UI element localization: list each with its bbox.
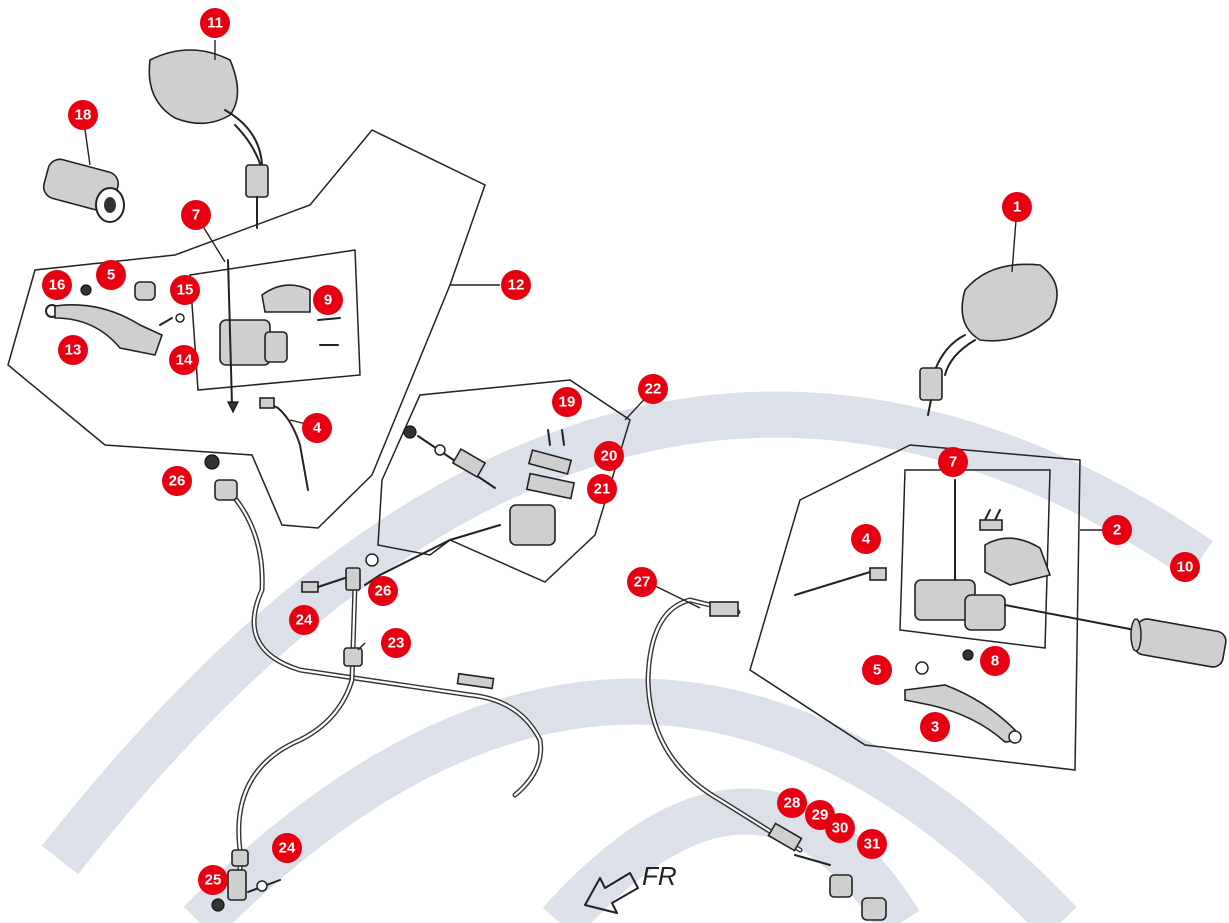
svg-text:24: 24 xyxy=(296,612,313,629)
callout-21: 21 xyxy=(587,474,617,504)
callout-20: 20 xyxy=(594,441,624,471)
callout-31: 31 xyxy=(857,829,887,859)
callout-3: 3 xyxy=(920,712,950,742)
callout-1: 1 xyxy=(1002,192,1032,222)
callout-5-right: 5 xyxy=(862,655,892,685)
callout-24-upper: 24 xyxy=(289,605,319,635)
left-lever xyxy=(45,304,163,356)
callout-27: 27 xyxy=(627,567,657,597)
svg-text:21: 21 xyxy=(594,481,611,498)
left-small-parts xyxy=(80,259,341,491)
right-grip xyxy=(1004,604,1227,668)
svg-text:7: 7 xyxy=(949,454,957,471)
svg-text:23: 23 xyxy=(388,635,405,652)
svg-text:29: 29 xyxy=(812,807,829,824)
svg-text:5: 5 xyxy=(873,662,881,679)
svg-text:26: 26 xyxy=(169,473,186,490)
callout-13: 13 xyxy=(58,335,88,365)
callouts: 1 2 3 4 4 5 5 7 7 8 9 10 11 12 13 14 15 … xyxy=(42,8,1200,895)
svg-text:2: 2 xyxy=(1113,522,1121,539)
callout-11: 11 xyxy=(200,8,230,38)
svg-text:20: 20 xyxy=(601,448,618,465)
svg-text:26: 26 xyxy=(375,583,392,600)
svg-text:3: 3 xyxy=(931,719,939,736)
right-switch-box-outline xyxy=(899,469,1051,649)
left-switch-box-outline xyxy=(189,249,361,391)
callout-7-left: 7 xyxy=(181,200,211,230)
svg-text:7: 7 xyxy=(192,207,200,224)
callout-18: 18 xyxy=(68,100,98,130)
svg-text:16: 16 xyxy=(49,277,66,294)
callout-26-center: 26 xyxy=(368,576,398,606)
watermark xyxy=(41,391,1213,923)
callout-14: 14 xyxy=(169,345,199,375)
svg-text:5: 5 xyxy=(107,267,115,284)
svg-text:4: 4 xyxy=(313,420,322,437)
svg-text:13: 13 xyxy=(65,342,82,359)
svg-text:31: 31 xyxy=(864,836,881,853)
callout-22: 22 xyxy=(638,374,668,404)
callout-2: 2 xyxy=(1102,515,1132,545)
svg-text:25: 25 xyxy=(205,872,222,889)
callout-4-right: 4 xyxy=(851,524,881,554)
front-direction-indicator: FR xyxy=(584,861,677,914)
direction-label: FR xyxy=(642,861,677,891)
callout-16: 16 xyxy=(42,270,72,300)
svg-text:28: 28 xyxy=(784,795,801,812)
callout-7-right: 7 xyxy=(938,447,968,477)
callout-12: 12 xyxy=(501,270,531,300)
callout-28: 28 xyxy=(777,788,807,818)
callout-25: 25 xyxy=(198,865,228,895)
callout-24-lower: 24 xyxy=(272,833,302,863)
svg-text:24: 24 xyxy=(279,840,296,857)
svg-text:8: 8 xyxy=(991,653,999,670)
left-grip xyxy=(42,158,125,223)
right-lever-assembly xyxy=(794,479,1052,744)
svg-text:9: 9 xyxy=(324,292,332,309)
right-mirror xyxy=(919,263,1058,416)
svg-text:10: 10 xyxy=(1177,559,1194,576)
callout-5-left: 5 xyxy=(96,260,126,290)
right-lever-group-outline xyxy=(749,444,1081,771)
callout-10: 10 xyxy=(1170,552,1200,582)
cables xyxy=(204,454,887,921)
svg-text:15: 15 xyxy=(177,282,194,299)
callout-26-left: 26 xyxy=(162,466,192,496)
svg-text:12: 12 xyxy=(508,277,525,294)
svg-text:11: 11 xyxy=(207,15,223,32)
callout-19: 19 xyxy=(552,387,582,417)
cylinder-group-outline xyxy=(377,379,631,583)
callout-4-left: 4 xyxy=(302,413,332,443)
callout-9: 9 xyxy=(313,285,343,315)
callout-30: 30 xyxy=(825,813,855,843)
svg-text:4: 4 xyxy=(862,531,871,548)
callout-15: 15 xyxy=(170,275,200,305)
direction-arrow-icon xyxy=(584,872,639,914)
svg-text:14: 14 xyxy=(176,352,193,369)
svg-text:22: 22 xyxy=(645,381,662,398)
callout-23: 23 xyxy=(381,628,411,658)
svg-text:19: 19 xyxy=(559,394,576,411)
svg-text:18: 18 xyxy=(75,107,92,124)
callout-8: 8 xyxy=(980,646,1010,676)
svg-text:30: 30 xyxy=(832,820,849,837)
left-mirror xyxy=(148,49,269,229)
svg-text:27: 27 xyxy=(634,574,651,591)
svg-text:1: 1 xyxy=(1013,199,1021,216)
